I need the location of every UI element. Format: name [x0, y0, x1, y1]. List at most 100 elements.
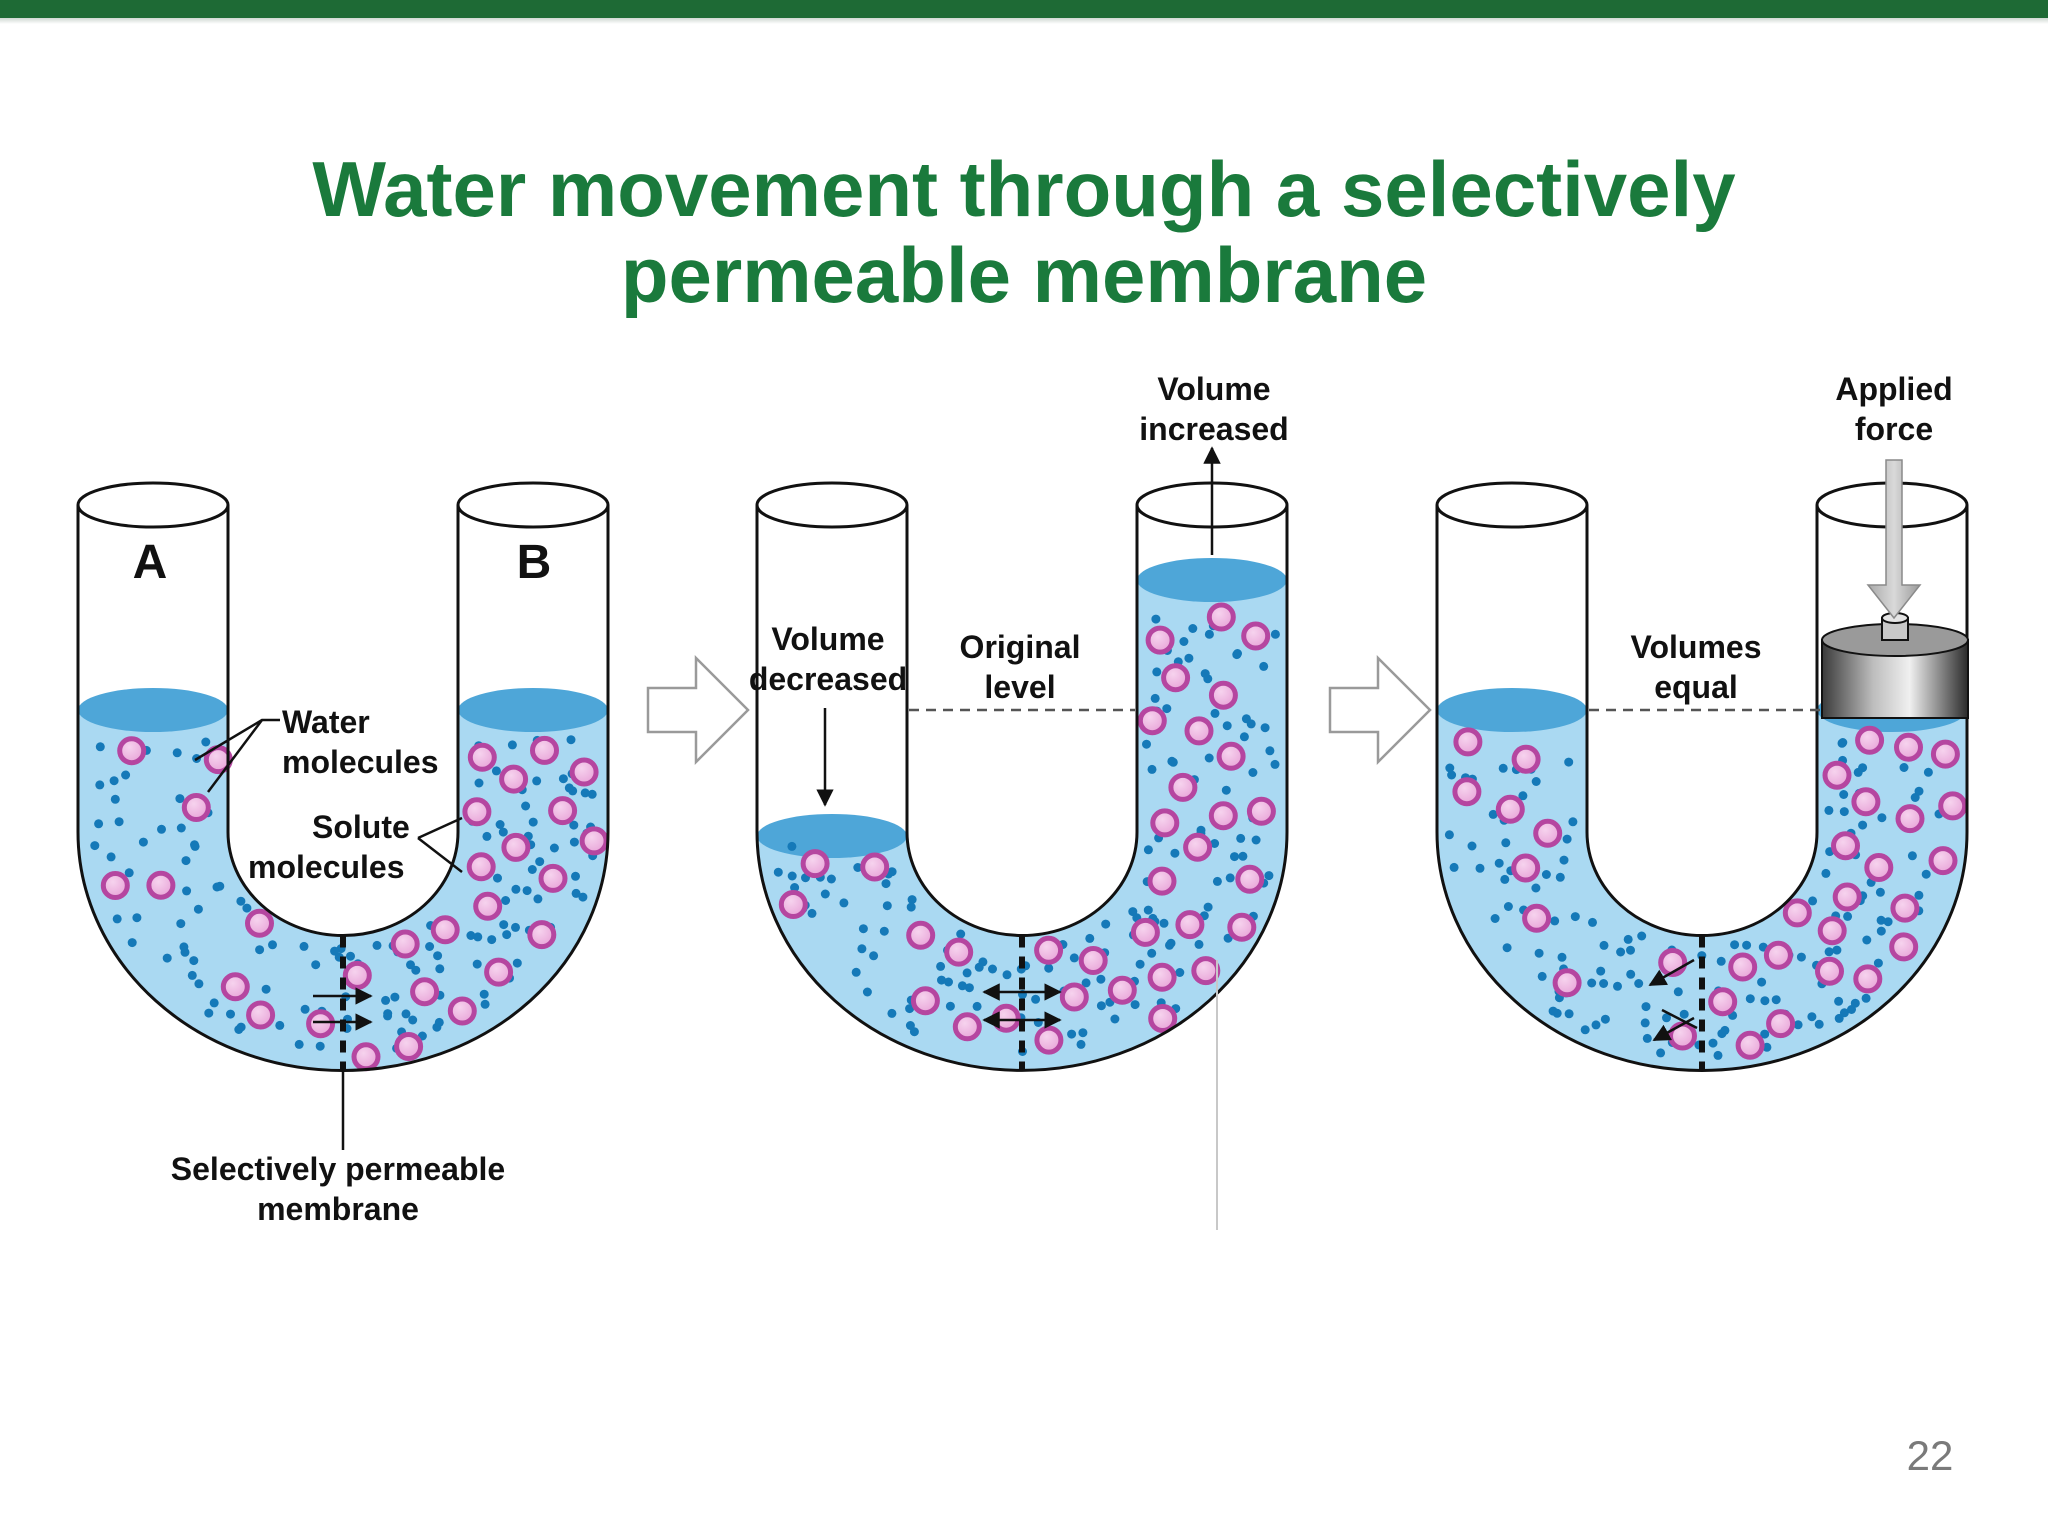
solute-molecule: [181, 793, 211, 822]
water-molecule: [1096, 1001, 1106, 1011]
solute-molecule: [1895, 804, 1925, 834]
water-molecule: [881, 879, 891, 889]
water-molecule: [1537, 971, 1547, 981]
solute-molecule: [1107, 975, 1137, 1005]
solute-molecule: [1890, 893, 1920, 923]
solute-molecule: [1853, 964, 1883, 994]
water-molecule: [466, 931, 476, 940]
water-molecule: [962, 968, 972, 978]
water-molecule: [109, 776, 119, 786]
slide-title: Water movement through a selectively per…: [0, 146, 2048, 318]
water-molecule: [406, 960, 415, 970]
water-molecule: [1641, 1002, 1651, 1012]
water-molecule: [1580, 1025, 1590, 1035]
water-molecule: [787, 871, 797, 881]
water-molecule: [1914, 786, 1924, 796]
solute-molecule: [390, 929, 420, 959]
water-molecule: [1221, 785, 1231, 795]
water-molecule: [1796, 952, 1806, 962]
water-molecule: [157, 824, 166, 834]
water-molecule: [1101, 919, 1111, 929]
water-molecule: [1634, 979, 1644, 988]
water-molecule: [1600, 1014, 1610, 1024]
left-water-surface: [78, 688, 228, 732]
solute-molecule: [1928, 846, 1958, 876]
original-level-label-2: level: [984, 669, 1055, 705]
solute-molecule: [1175, 910, 1205, 940]
water-molecule: [1557, 952, 1567, 962]
water-molecule: [473, 932, 483, 942]
water-molecule: [1713, 1050, 1723, 1060]
right-tube-opening: [456, 481, 610, 529]
water-molecule: [511, 884, 521, 894]
left-tube-opening: [755, 481, 909, 529]
water-molecule: [1877, 813, 1887, 823]
water-leader-line: [207, 719, 263, 793]
water-molecule: [569, 837, 579, 847]
water-molecule: [1899, 763, 1909, 772]
water-molecule: [132, 913, 142, 923]
solute-molecule: [1150, 808, 1180, 838]
water-molecule: [390, 992, 400, 1002]
solute-molecule: [1855, 725, 1885, 755]
water-molecule: [1640, 1018, 1650, 1028]
water-molecule: [330, 946, 340, 956]
water-molecule: [571, 888, 581, 898]
water-molecule: [236, 896, 246, 906]
water-molecule: [1204, 753, 1214, 763]
solute-molecules-label-2: molecules: [248, 849, 405, 885]
solute-molecule: [351, 1042, 381, 1072]
molecules: [1444, 725, 1968, 1060]
water-molecule: [176, 823, 186, 833]
solute-molecule: [952, 1012, 982, 1042]
water-flow-arrow-tail: [1661, 1008, 1698, 1030]
water-molecule: [558, 774, 568, 784]
water-molecule: [1531, 883, 1541, 893]
water-molecule: [532, 776, 542, 786]
water-molecule: [1843, 911, 1853, 921]
water-molecule: [839, 898, 849, 908]
water-molecule: [587, 789, 597, 799]
volume-decreased-label-2: decreased: [749, 661, 907, 697]
water-molecule: [957, 981, 967, 991]
water-molecule: [408, 1015, 418, 1025]
water-molecule: [127, 938, 137, 948]
water-molecule: [1110, 1014, 1120, 1024]
water-molecule: [1260, 723, 1270, 733]
water-molecule: [187, 970, 197, 980]
solute-molecule: [1766, 1009, 1796, 1039]
original-level-label-1: Original: [960, 629, 1081, 665]
water-molecule: [1656, 1048, 1666, 1058]
solute-molecule: [1183, 832, 1213, 862]
water-molecule: [964, 983, 974, 993]
water-molecule: [226, 1009, 235, 1019]
water-molecule: [580, 788, 590, 798]
water-molecule: [1270, 759, 1280, 769]
water-molecule: [1679, 1009, 1689, 1019]
water-molecule: [1239, 732, 1249, 742]
applied-force-label-2: force: [1855, 411, 1933, 447]
water-molecule: [502, 930, 512, 940]
solute-molecule: [394, 1032, 424, 1061]
water-molecule: [1449, 862, 1459, 872]
water-molecule: [1599, 940, 1609, 950]
water-molecule: [862, 987, 872, 997]
solute-molecule: [1206, 602, 1236, 632]
water-molecule: [1222, 721, 1232, 731]
water-molecule: [974, 962, 984, 972]
water-molecule: [121, 770, 131, 780]
water-molecule: [564, 783, 574, 793]
water-molecule: [435, 964, 445, 974]
solute-molecule: [778, 890, 808, 919]
water-molecule: [1447, 770, 1457, 780]
water-molecule: [533, 894, 543, 904]
water-molecule: [1534, 948, 1544, 958]
water-molecule: [1246, 719, 1256, 729]
water-molecule: [491, 766, 501, 776]
solute-leader-line: [417, 837, 463, 873]
water-molecule: [106, 852, 116, 862]
water-molecule: [1616, 947, 1626, 957]
water-molecule: [193, 904, 203, 914]
water-molecule: [937, 975, 946, 985]
solute-molecule: [1147, 962, 1177, 992]
